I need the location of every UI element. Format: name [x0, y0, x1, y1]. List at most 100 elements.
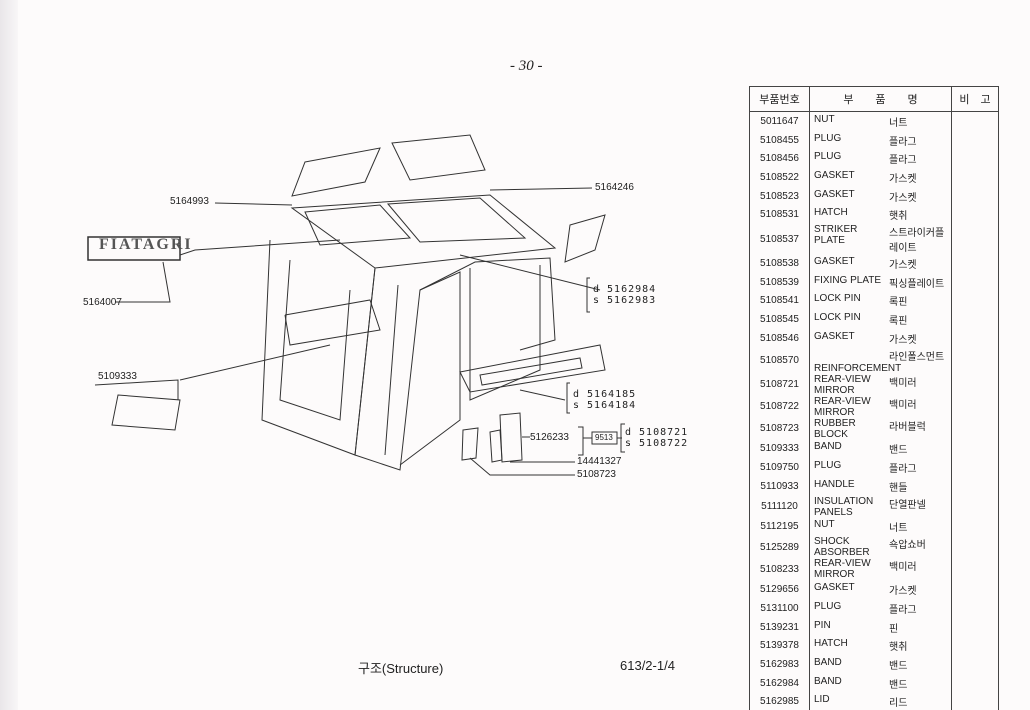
label-d5164185: d 5164185 — [573, 389, 637, 400]
part-number: 5108537 — [749, 224, 810, 255]
part-name-korean: 리드 — [889, 698, 908, 710]
remarks — [952, 149, 999, 168]
label-s5108722: s 5108722 — [625, 438, 689, 449]
part-number: 5108723 — [749, 417, 810, 440]
part-name-english: NUT — [814, 113, 835, 125]
remarks — [952, 374, 999, 396]
label-14441327: 14441327 — [577, 456, 622, 467]
part-name-korean: 가스켓 — [889, 173, 917, 185]
part-name-english: GASKET — [814, 169, 855, 181]
part-number: 5108233 — [749, 558, 810, 581]
remarks — [952, 418, 999, 440]
part-name-english: REAR-VIEW MIRROR — [814, 558, 871, 581]
part-name-english: STRIKER PLATE — [814, 224, 858, 247]
part-name-korean: 단열판넬 — [889, 499, 926, 511]
part-number: 5108545 — [749, 310, 810, 329]
remarks — [952, 224, 999, 254]
header-remarks: 비 고 — [951, 86, 999, 112]
remarks — [952, 273, 999, 292]
part-name-english: GASKET — [814, 188, 855, 200]
part-name-korean: 록핀 — [889, 297, 908, 309]
label-s5162983: s 5162983 — [593, 295, 657, 306]
part-number: 5139231 — [749, 617, 810, 637]
part-name-english: REAR-VIEW MIRROR — [814, 395, 871, 418]
part-name: 가스켓 GASKET — [809, 168, 952, 187]
part-number: 5108523 — [749, 186, 810, 206]
remarks — [952, 112, 999, 131]
part-name-korean: 너트 — [889, 117, 908, 129]
part-name-english: HANDLE — [814, 478, 855, 490]
part-name-korean: 라인폴스먼트 — [889, 351, 945, 363]
part-number: 5108455 — [749, 130, 810, 150]
part-number: 5108522 — [749, 168, 810, 187]
part-name-english: PLUG — [814, 600, 842, 612]
part-name-korean: 핸들 — [889, 482, 908, 494]
part-name-english: PLUG — [814, 132, 842, 144]
part-name-korean: 스트라이커플레이트 — [889, 228, 945, 255]
part-number: 5110933 — [749, 476, 810, 496]
scan-edge — [0, 0, 18, 710]
part-number: 5162985 — [749, 692, 810, 710]
label-5109333: 5109333 — [98, 371, 137, 382]
remarks — [952, 458, 999, 477]
part-name-korean: 핀 — [889, 623, 899, 635]
part-name-korean: 햇취 — [889, 642, 908, 654]
part-name-english: REINFORCEMENT — [814, 362, 902, 374]
part-name-korean: 라버블럭 — [889, 421, 926, 433]
part-name-korean: 너트 — [889, 523, 908, 535]
remarks — [952, 396, 999, 418]
table-row: 5011647 너트 NUT — [749, 111, 999, 131]
label-s5164184: s 5164184 — [573, 400, 637, 411]
remarks — [952, 131, 999, 150]
part-number: 5108570 — [749, 347, 810, 374]
part-name-english: REAR-VIEW MIRROR — [814, 373, 871, 396]
part-name-korean: 백미러 — [889, 562, 917, 574]
table-row: 5108545 록핀 LOCK PIN — [749, 310, 999, 329]
table-row: 5108522 가스켓 GASKET — [749, 168, 999, 187]
part-name: 햇취 HATCH — [809, 636, 952, 656]
label-5108723: 5108723 — [577, 469, 616, 480]
part-name-english: BAND — [814, 675, 842, 687]
table-header: 부품번호 부 품 명 비 고 — [749, 86, 999, 112]
part-name: 록핀 LOCK PIN — [809, 310, 952, 329]
remarks — [952, 536, 999, 558]
part-number: 5011647 — [749, 111, 810, 131]
part-name-english: SHOCK ABSORBER — [814, 536, 870, 559]
remarks — [952, 599, 999, 618]
part-name-english: HATCH — [814, 638, 848, 650]
table-row: 5108537 스트라이커플레이트 STRIKER PLATE — [749, 224, 999, 255]
part-name-english: GASKET — [814, 255, 855, 267]
table-row: 5110933 핸들 HANDLE — [749, 476, 999, 496]
part-name-english: LOCK PIN — [814, 312, 861, 324]
remarks — [952, 329, 999, 348]
part-name-korean: 햇취 — [889, 211, 908, 223]
part-name-korean: 록핀 — [889, 316, 908, 328]
part-number: 5108538 — [749, 254, 810, 273]
remarks — [952, 348, 999, 374]
part-number: 5109750 — [749, 458, 810, 477]
part-name: 핸들 HANDLE — [809, 476, 952, 496]
